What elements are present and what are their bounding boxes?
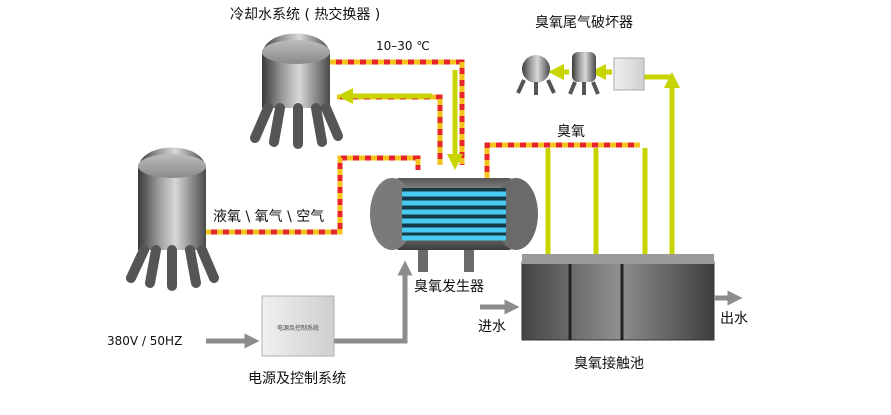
ozone-generator [370,178,538,272]
gray-arrows [206,260,743,349]
inlet-label: 进水 [478,319,506,335]
power-input-label: 380V / 50HZ [107,334,183,348]
destructor-label: 臭氧尾气破坏器 [535,15,633,31]
power-system-label: 电源及控制系统 [248,371,346,387]
cooling-water-tank [250,33,343,149]
cooling-temp-label: 10–30 ℃ [376,39,430,53]
outlet-label: 出水 [720,311,748,327]
power-control-box: 电源及控制系统 [261,295,335,357]
ozone-label: 臭氧 [557,124,585,140]
generator-label: 臭氧发生器 [414,279,484,295]
ozone-contact-tank [521,254,715,341]
gas-source-label: 液氧 \ 氧气 \ 空气 [213,209,325,225]
cooling-system-label: 冷却水系统 ( 热交换器 ) [230,7,381,23]
gas-source-tank [126,147,219,291]
control-box-label: 电源及控制系统 [277,324,319,332]
ozone-destructor [516,52,645,95]
contact-tank-label: 臭氧接触池 [574,356,644,372]
